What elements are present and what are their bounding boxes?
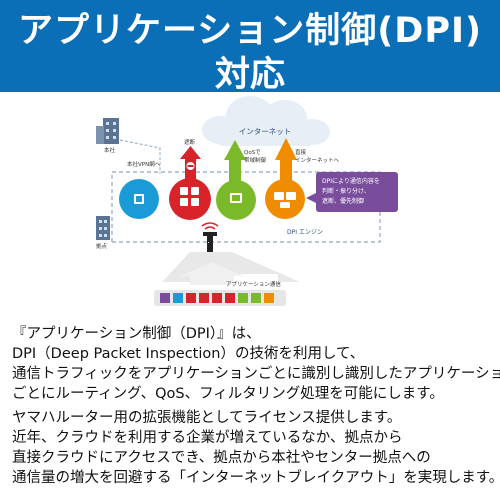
category-circle-red [169, 178, 211, 220]
hq-link [119, 139, 161, 174]
description-line-2: DPI（Deep Packet Inspection）の技術を利用して、 [12, 346, 365, 362]
qos-arrow [224, 140, 246, 182]
headquarters-label: 本社 [104, 146, 116, 154]
block-arrow [180, 146, 201, 180]
banner-title-line-2: 対応 [214, 55, 285, 95]
description-line-1: 『アプリケーション制御（DPI）』は、 [12, 326, 261, 342]
direct-label-2: インターネットへ [295, 156, 340, 164]
internet-cloud: インターネット [202, 96, 330, 146]
dpi-engine-label: DPI エンジン [287, 229, 323, 236]
description-line-8: 通信量の増大を回避する「インターネットブレイクアウト」を実現します。 [12, 470, 500, 486]
description-line-6: 近年、クラウドを利用する企業が増えているなか、拠点から [12, 430, 403, 446]
branch-building-icon [96, 216, 110, 240]
category-circle-blue [119, 179, 159, 219]
title-banner: アプリケーション制御(DPI) 対応 [0, 0, 500, 95]
internet-label: インターネット [239, 127, 292, 136]
description-line-4: ごとにルーティング、QoS、フィルタリング処理を可能にします。 [12, 386, 444, 402]
arrow-shaft [190, 275, 234, 285]
branch-label: 拠点 [96, 242, 108, 250]
dpi-callout: DPIにより通信内容を 判断・振り分け、 遮断、優先制御 [306, 172, 398, 212]
vpn-label: 本社VPN網へ [127, 160, 161, 168]
category-circle-green [216, 180, 256, 220]
dpi-diagram: インターネット 本社 拠点 本社VPN網へ 遮断 [96, 96, 398, 306]
description-line-3: 通信トラフィックをアプリケーションごとに識別し識別したアプリケーション [12, 366, 500, 382]
category-circle-orange [265, 179, 305, 219]
traffic-label: アプリケーション通信 [226, 280, 281, 288]
arrow-head [180, 262, 244, 276]
description-line-5: ヤマハルーター用の拡張機能としてライセンス提供します。 [12, 410, 402, 426]
callout-line-1: DPIにより通信内容を [322, 177, 380, 185]
block-label: 遮断 [184, 138, 196, 146]
direct-label-1: 直接 [295, 148, 307, 156]
qos-label-2: 帯域制御 [244, 156, 267, 164]
callout-line-2: 判断・振り分け、 [322, 187, 370, 195]
banner-title-line-1: アプリケーション制御(DPI) [17, 11, 483, 51]
callout-line-3: 遮断、優先制御 [322, 197, 364, 205]
qos-label-1: QoSで [244, 149, 261, 156]
traffic-bar [154, 290, 286, 306]
description-line-7: 直接クラウドにアクセスでき、拠点から本社やセンター拠点への [12, 450, 431, 466]
headquarters-building-icon [96, 118, 119, 144]
direct-internet-arrow [275, 138, 297, 182]
